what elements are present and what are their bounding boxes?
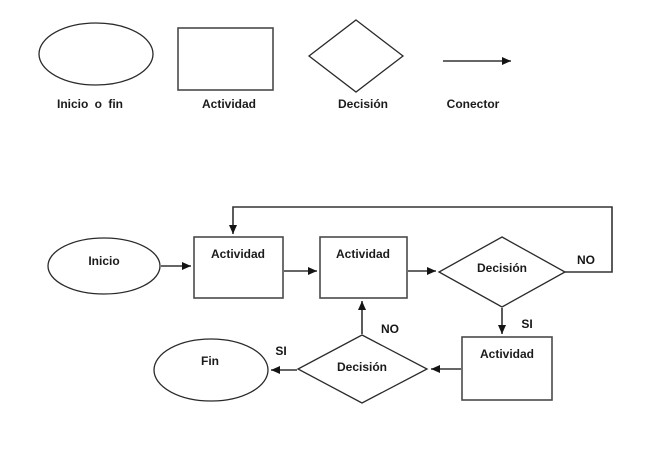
legend-label-actividad: Actividad (202, 97, 256, 111)
node-decision1-diamond (437, 236, 567, 308)
node-inicio-ellipse (47, 237, 161, 295)
node-inicio-label: Inicio (88, 254, 119, 268)
node-decision2-diamond (296, 334, 429, 404)
legend-label-conector: Conector (447, 97, 500, 111)
legend-rectangle-shape (177, 27, 274, 91)
edge-label-decision1-si: SI (521, 317, 532, 331)
flowchart-body: Inicio Actividad Actividad Decisión Acti… (47, 206, 613, 404)
legend-ellipse-shape (38, 22, 154, 86)
edge-label-decision1-no: NO (577, 253, 595, 267)
node-actividad1-label: Actividad (211, 247, 265, 261)
node-actividad1-box (193, 236, 284, 299)
node-actividad3-label: Actividad (480, 347, 534, 361)
edge-label-decision2-no: NO (381, 322, 399, 336)
node-decision1-label: Decisión (477, 261, 527, 275)
edge-decision1-no-feedback (229, 206, 613, 273)
legend-diamond-shape (307, 19, 405, 93)
node-actividad2-box (319, 236, 408, 299)
symbol-legend: Inicio o fin Actividad Decisión Conector (38, 19, 511, 111)
legend-label-inicio-o-fin: Inicio o fin (57, 97, 123, 111)
node-decision2-label: Decisión (337, 360, 387, 374)
node-actividad3-box (461, 336, 553, 401)
node-fin-label: Fin (201, 354, 219, 368)
legend-label-decision: Decisión (338, 97, 388, 111)
node-actividad2-label: Actividad (336, 247, 390, 261)
edge-label-decision2-si: SI (275, 344, 286, 358)
node-fin-ellipse (153, 338, 269, 402)
